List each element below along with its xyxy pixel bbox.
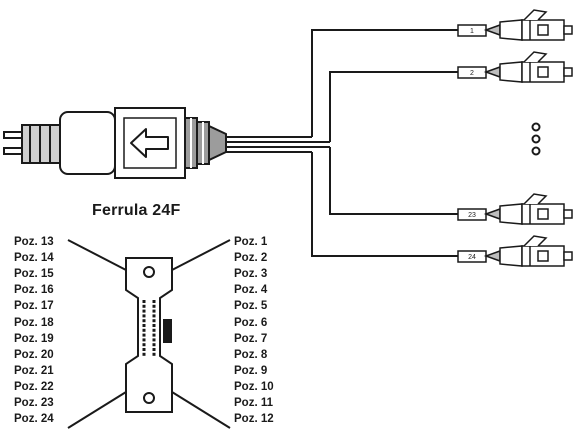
fiber-dot: [142, 319, 146, 323]
lc-connector: [483, 235, 573, 267]
fiber-dot: [152, 304, 156, 308]
left-position-label: Poz. 17: [14, 300, 54, 313]
fiber-dot: [152, 333, 156, 337]
lc-connector: [483, 193, 573, 225]
ferrule-schematic: [67, 239, 231, 429]
left-position-label: Poz. 14: [14, 252, 54, 265]
right-position-label: Poz. 6: [234, 316, 268, 329]
right-position-label: Poz. 3: [234, 268, 268, 281]
continuation-dots: [531, 122, 541, 156]
right-position-label: Poz. 11: [234, 397, 273, 409]
right-position-label: Poz. 1: [234, 236, 268, 248]
fiber-dot: [142, 324, 146, 327]
fiber-tag-2-label: 2: [470, 70, 474, 77]
arrow-left-icon: [130, 128, 169, 158]
fiber-dot: [142, 333, 146, 337]
fiber-tag-23-label: 23: [468, 212, 476, 219]
left-position-label: Poz. 21: [14, 364, 54, 377]
fiber-dot: [142, 309, 146, 313]
right-position-label: Poz. 5: [234, 300, 268, 313]
ferrule-title: Ferrula 24F: [92, 202, 181, 219]
right-position-label: Poz. 7: [234, 332, 268, 345]
left-position-label: Poz. 19: [14, 332, 54, 345]
fiber-dot: [142, 338, 146, 342]
fiber-dot: [142, 343, 146, 347]
left-position-label: Poz. 22: [14, 380, 54, 393]
fiber-dot: [152, 300, 156, 303]
fiber-dot: [152, 338, 156, 342]
cable-bundle: [226, 29, 458, 257]
fiber-tag-1-label: 1: [470, 28, 474, 35]
left-position-label: Poz. 20: [14, 348, 54, 361]
right-position-label: Poz. 2: [234, 252, 268, 265]
mpo-connector: [3, 107, 227, 179]
fiber-dot: [152, 352, 156, 356]
left-position-label: Poz. 15: [14, 268, 54, 281]
fiber-dot: [142, 348, 146, 351]
right-position-label: Poz. 4: [234, 284, 268, 297]
left-position-label: Poz. 18: [14, 316, 54, 329]
left-position-label: Poz. 23: [14, 397, 54, 409]
fiber-dot: [142, 314, 146, 318]
fiber-dot: [152, 309, 156, 313]
lc-connector: [483, 9, 573, 41]
fiber-dot: [142, 304, 146, 308]
fiber-dot: [142, 328, 146, 332]
right-position-label: Poz. 12: [234, 413, 274, 426]
fiber-dot: [152, 324, 156, 327]
fiber-dot: [152, 319, 156, 323]
lc-connectors: [483, 9, 573, 267]
fiber-dot: [152, 314, 156, 318]
fiber-dot: [142, 352, 146, 356]
right-position-label: Poz. 10: [234, 380, 274, 393]
left-position-label: Poz. 16: [14, 284, 54, 297]
left-position-label: Poz. 24: [14, 413, 54, 426]
lc-connector: [483, 51, 573, 83]
fiber-dot: [152, 328, 156, 332]
fiber-tag-24-label: 24: [468, 254, 476, 261]
right-position-label: Poz. 8: [234, 348, 268, 361]
fiber-dot: [142, 300, 146, 303]
right-position-label: Poz. 9: [234, 364, 268, 377]
fiber-dot: [152, 343, 156, 347]
ferrule-fiber-rows: [142, 300, 156, 356]
fiber-dot: [152, 348, 156, 351]
left-position-label: Poz. 13: [14, 236, 54, 248]
